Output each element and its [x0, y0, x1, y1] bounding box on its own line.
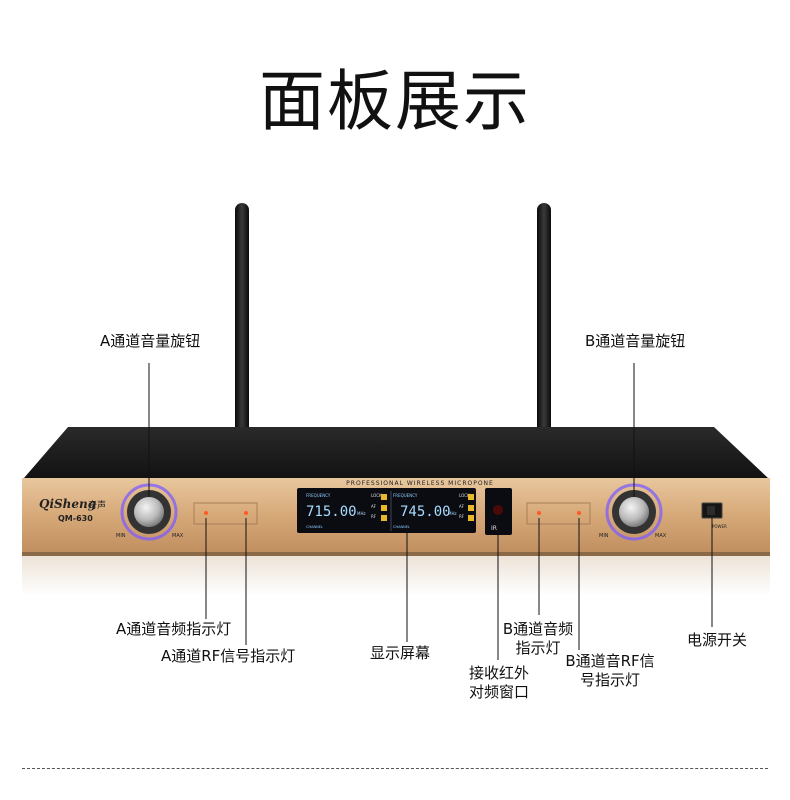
knob-b-min: MIN	[599, 533, 609, 539]
knob-b-max: MAX	[655, 533, 667, 539]
knob-a-min: MIN	[116, 533, 126, 539]
display-a-freq: 715.00	[306, 504, 357, 520]
power-label: POWER	[712, 524, 727, 529]
svg-text:LOCK: LOCK	[371, 493, 382, 498]
brand-cn-text: 奇声	[88, 499, 106, 511]
b-rf-led	[577, 511, 581, 515]
brand-text: QiSheng	[39, 497, 96, 511]
knob-b	[619, 497, 649, 527]
antenna-right	[537, 203, 551, 435]
label-display-screen: 显示屏幕	[370, 644, 431, 662]
svg-text:MHz: MHz	[357, 511, 366, 516]
model-text: QM-630	[58, 514, 93, 523]
svg-text:AF: AF	[371, 504, 377, 509]
label-b-rf-indicator: B通道音RF信号指示灯	[565, 652, 655, 689]
display-b-freq: 745.00	[400, 504, 451, 520]
svg-text:RF: RF	[459, 514, 465, 519]
svg-text:CHANNEL: CHANNEL	[393, 525, 410, 529]
chassis-top	[24, 427, 768, 478]
svg-text:RF: RF	[371, 514, 377, 519]
label-a-volume-knob: A通道音量旋钮	[100, 332, 201, 350]
svg-text:CHANNEL: CHANNEL	[306, 525, 323, 529]
reflection	[22, 556, 770, 596]
svg-text:FREQUENCY: FREQUENCY	[393, 493, 418, 498]
label-power-switch: 电源开关	[687, 631, 748, 649]
ir-label: IR	[491, 525, 497, 532]
label-a-audio-indicator: A通道音频指示灯	[116, 620, 232, 638]
knob-a-max: MAX	[172, 533, 184, 539]
label-a-rf-indicator: A通道RF信号指示灯	[161, 647, 296, 665]
svg-text:FREQUENCY: FREQUENCY	[306, 493, 331, 498]
a-audio-led	[204, 511, 208, 515]
knob-a	[134, 497, 164, 527]
page-title: 面板展示	[259, 63, 531, 140]
antenna-left	[235, 203, 249, 435]
svg-text:MHz: MHz	[448, 511, 457, 516]
bottom-divider	[22, 768, 768, 769]
indicator-box-b	[526, 502, 591, 525]
label-ir-window: 接收红外对频窗口	[468, 664, 529, 701]
indicator-box-a	[193, 502, 258, 525]
header-text: PROFESSIONAL WIRELESS MICROPONE	[346, 480, 494, 487]
svg-text:AF: AF	[459, 504, 465, 509]
svg-text:LOCK: LOCK	[459, 493, 470, 498]
label-b-audio-indicator: B通道音频指示灯	[502, 620, 574, 657]
label-b-volume-knob: B通道音量旋钮	[585, 332, 686, 350]
a-rf-led	[244, 511, 248, 515]
b-audio-led	[537, 511, 541, 515]
